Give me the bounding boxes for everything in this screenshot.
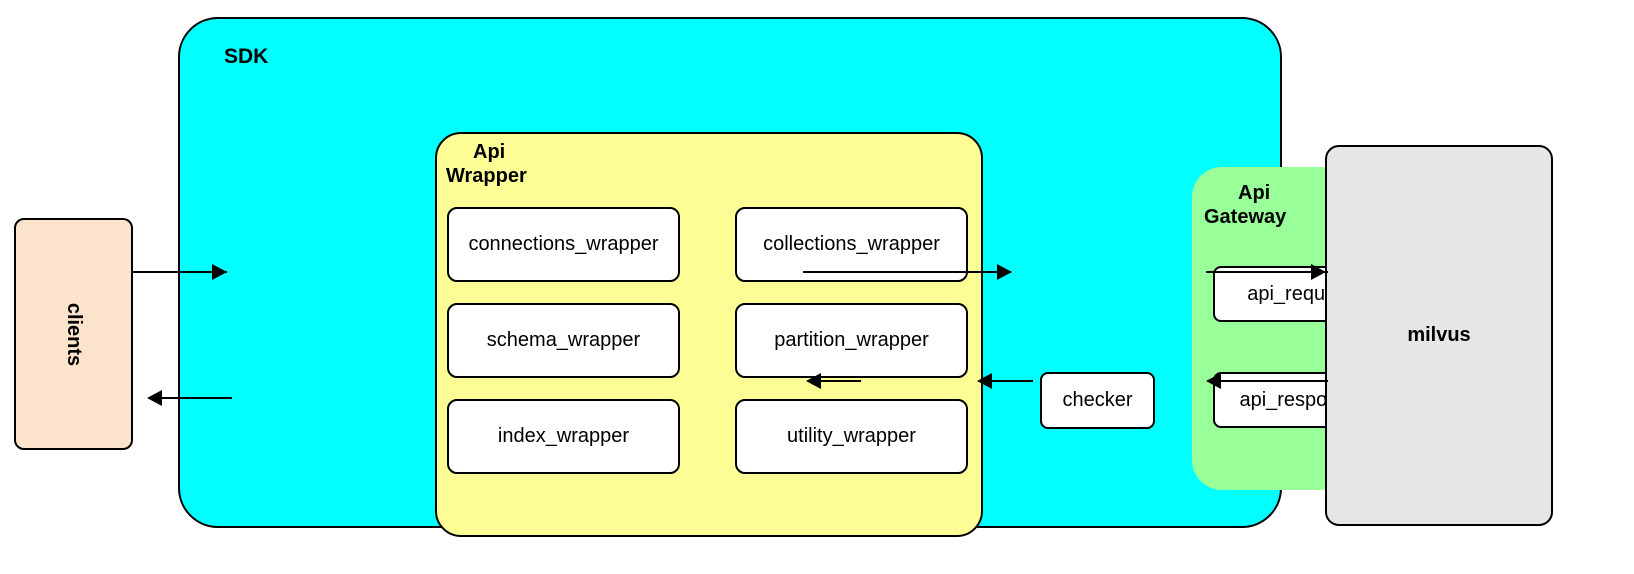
edge-clients-to-api-wrapper-arrowhead <box>212 264 227 280</box>
api-gateway-label-line2: Gateway <box>1204 206 1287 229</box>
edge-api-wrapper-to-clients <box>162 397 232 399</box>
node-schema-wrapper[interactable]: schema_wrapper <box>447 303 680 378</box>
edge-api-wrapper-to-api-gateway <box>803 271 1011 273</box>
api-gateway-label-line1: Api <box>1238 182 1271 204</box>
api-gateway-label: Api Gateway <box>1204 181 1354 230</box>
edge-checker-to-api-wrapper <box>821 380 861 382</box>
sdk-label: SDK <box>224 45 269 68</box>
milvus-node[interactable]: milvus <box>1325 145 1553 526</box>
node-utility-wrapper[interactable]: utility_wrapper <box>735 399 968 474</box>
edge-api-response-to-checker <box>991 380 1033 382</box>
edge-api-wrapper-to-api-gateway-arrowhead <box>997 264 1012 280</box>
node-checker[interactable]: checker <box>1040 372 1155 429</box>
edge-checker-to-api-wrapper-arrowhead <box>806 373 821 389</box>
edge-api-response-to-checker-arrowhead <box>977 373 992 389</box>
edge-api-request-to-milvus-arrowhead <box>1311 264 1326 280</box>
api-wrapper-label: Api Wrapper <box>446 140 586 189</box>
node-partition-wrapper[interactable]: partition_wrapper <box>735 303 968 378</box>
clients-node[interactable]: clients <box>14 218 133 450</box>
edge-milvus-to-api-response <box>1210 380 1328 382</box>
node-index-wrapper[interactable]: index_wrapper <box>447 399 680 474</box>
node-connections-wrapper[interactable]: connections_wrapper <box>447 207 680 282</box>
edge-milvus-to-api-response-arrowhead <box>1206 373 1221 389</box>
api-wrapper-label-line1: Api <box>473 141 506 163</box>
clients-label: clients <box>62 302 85 366</box>
edge-api-request-to-milvus <box>1206 271 1328 273</box>
node-collections-wrapper[interactable]: collections_wrapper <box>735 207 968 282</box>
edge-clients-to-api-wrapper <box>133 271 227 273</box>
edge-api-wrapper-to-clients-arrowhead <box>147 390 162 406</box>
api-wrapper-container[interactable]: Api Wrapper connections_wrapper collecti… <box>435 132 983 537</box>
sdk-container[interactable]: SDK Api Wrapper connections_wrapper coll… <box>178 17 1417 537</box>
api-wrapper-label-line2: Wrapper <box>446 165 527 188</box>
